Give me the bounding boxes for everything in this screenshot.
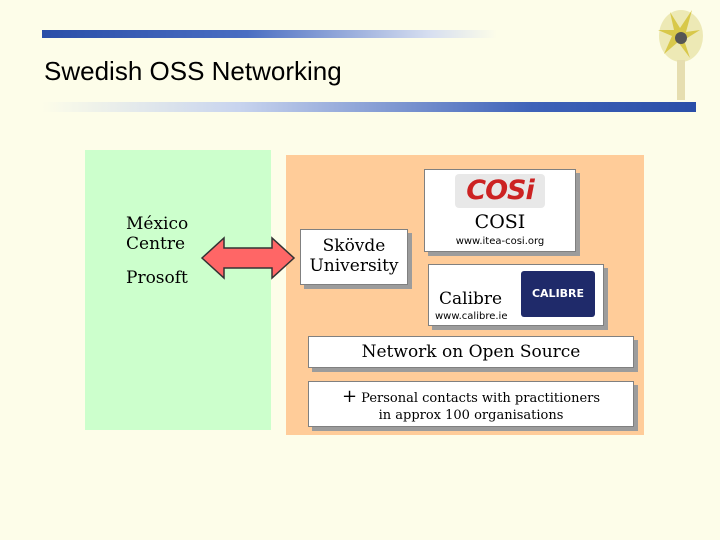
calibre-url: www.calibre.ie — [435, 311, 508, 322]
skovde-university-box: Skövde University — [300, 229, 408, 285]
cosi-url: www.itea-cosi.org — [455, 236, 545, 247]
contacts-box: + Personal contacts with practitioners i… — [308, 381, 634, 427]
network-label: Network on Open Source — [361, 342, 581, 362]
calibre-name: Calibre — [439, 289, 503, 309]
contacts-line1: Personal contacts with practitioners — [361, 391, 601, 406]
plus-sign: + — [341, 386, 358, 407]
calibre-box: Calibre CALIBRE www.calibre.ie — [428, 264, 604, 326]
double-arrow-icon — [200, 236, 296, 280]
title-underline-bar — [42, 102, 696, 112]
mexico-panel — [85, 150, 271, 430]
cosi-logo: COSi — [455, 174, 545, 208]
contacts-line2: in approx 100 organisations — [378, 408, 564, 423]
top-accent-bar — [42, 30, 497, 38]
network-box: Network on Open Source — [308, 336, 634, 368]
cosi-box: COSi COSI www.itea-cosi.org — [424, 169, 576, 252]
slide-title: Swedish OSS Networking — [44, 56, 342, 86]
prosoft-label: Prosoft — [126, 268, 188, 288]
decorative-logo-icon — [658, 10, 703, 100]
skovde-label: Skövde — [322, 236, 386, 256]
university-label: University — [309, 256, 399, 276]
mexico-label: México — [126, 214, 189, 234]
centre-label: Centre — [126, 234, 186, 254]
calibre-logo: CALIBRE — [521, 271, 595, 317]
cosi-name: COSI — [474, 211, 526, 233]
